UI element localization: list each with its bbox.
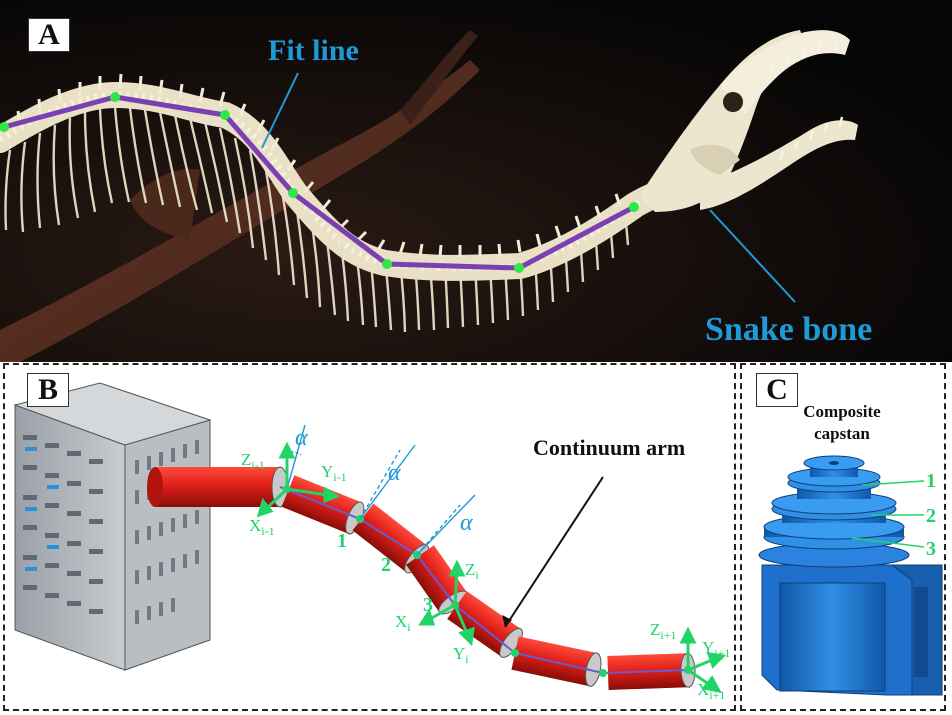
- frame-axis-label: X: [249, 516, 261, 535]
- frame-axis-label: Z: [241, 450, 251, 469]
- composite-capstan: [758, 455, 943, 696]
- frame-axis-label: X: [395, 612, 407, 631]
- fit-line-pointer: [261, 72, 299, 149]
- continuum-arm: [147, 466, 696, 690]
- angle-symbol: α: [460, 510, 473, 536]
- frame-axis-label: X: [697, 680, 709, 699]
- snake-bone-pointer: [709, 209, 796, 303]
- panel-a-snake-photo: Fit line Snake bone A: [0, 0, 952, 362]
- svg-text:Xi+1: Xi+1: [697, 680, 725, 702]
- fit-point: [514, 263, 524, 273]
- snake-bone-label: Snake bone: [705, 311, 872, 348]
- fit-points: [0, 92, 639, 273]
- panel-a-badge: A: [28, 18, 70, 52]
- segment-number: 2: [381, 554, 391, 576]
- capstan-title-line2: capstan: [814, 424, 870, 443]
- frame-axis-label: Z: [465, 560, 475, 579]
- continuum-arm-pointer: [504, 476, 604, 628]
- continuum-arm-label: Continuum arm: [533, 435, 685, 460]
- panel-b-continuum-arm: α α α Zi-1 Yi-1 Xi-1 Zi Xi Yi Zi+1 Yi+1 …: [3, 363, 736, 711]
- svg-text:Zi: Zi: [465, 560, 479, 582]
- branch-shape: [0, 60, 480, 362]
- svg-text:Xi: Xi: [395, 612, 411, 634]
- svg-text:Yi-1: Yi-1: [321, 462, 347, 484]
- svg-text:Zi-1: Zi-1: [241, 450, 265, 472]
- fit-point: [382, 259, 392, 269]
- segment-number: 3: [423, 594, 433, 616]
- capstan-number: 3: [926, 538, 936, 560]
- svg-text:Yi: Yi: [453, 644, 469, 666]
- panel-c-composite-capstan: Composite capstan: [740, 363, 946, 711]
- svg-text:Xi-1: Xi-1: [249, 516, 275, 538]
- capstan-pointers: [851, 480, 925, 548]
- panel-c-badge: C: [756, 373, 798, 407]
- capstan-number: 1: [926, 470, 936, 492]
- fit-point: [288, 188, 298, 198]
- fit-line-label: Fit line: [268, 34, 359, 67]
- frame-labels: Zi-1 Yi-1 Xi-1 Zi Xi Yi Zi+1 Yi+1 Xi+1: [241, 450, 730, 702]
- svg-text:Zi+1: Zi+1: [650, 620, 677, 642]
- snake-skeleton-illustration: Fit line Snake bone: [0, 0, 952, 362]
- svg-text:Yi+1: Yi+1: [702, 638, 730, 660]
- fit-point: [629, 202, 639, 212]
- fit-point: [0, 122, 9, 132]
- fit-point: [220, 110, 230, 120]
- capstan-title-line1: Composite: [803, 402, 881, 421]
- frame-axis-label: Z: [650, 620, 660, 639]
- fit-point: [110, 92, 120, 102]
- frame-axis-label: Y: [453, 644, 465, 663]
- segment-number: 1: [337, 530, 347, 552]
- capstan-illustration: Composite capstan: [758, 402, 943, 696]
- arm-segment: [147, 466, 289, 508]
- angle-symbol: α: [295, 425, 308, 451]
- base-housing: [13, 382, 212, 671]
- frame-axis-label: Y: [702, 638, 714, 657]
- panel-b-badge: B: [27, 373, 69, 407]
- frame-axis-label: Y: [321, 462, 333, 481]
- snake-skull: [640, 30, 858, 212]
- coordinate-frames: [256, 441, 727, 694]
- continuum-arm-illustration: α α α Zi-1 Yi-1 Xi-1 Zi Xi Yi Zi+1 Yi+1 …: [13, 382, 730, 702]
- angle-symbol: α: [388, 460, 401, 486]
- capstan-number: 2: [926, 505, 936, 527]
